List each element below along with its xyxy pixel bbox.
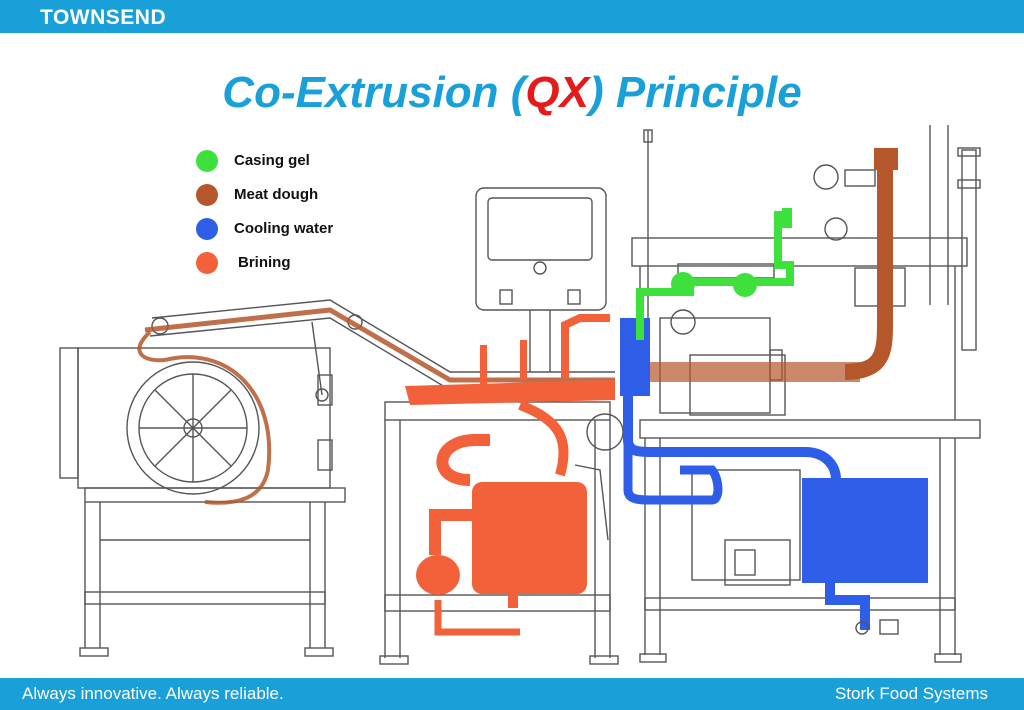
page-title: Co-Extrusion (QX) Principle	[0, 68, 1024, 118]
machine-diagram	[59, 125, 981, 665]
cooling-water-flow	[620, 318, 928, 635]
header-bar: TOWNSEND	[0, 0, 1024, 33]
center-frame	[379, 401, 624, 665]
legend-dot-brining	[196, 252, 218, 274]
meat-dough-flow	[137, 148, 898, 505]
legend-label: Brining	[238, 254, 291, 271]
linker-carousel-unit	[59, 347, 346, 657]
right-frame	[631, 125, 981, 663]
brining-flow	[405, 314, 615, 636]
title-prefix: Co-Extrusion (	[222, 68, 526, 117]
legend-label: Meat dough	[234, 186, 319, 203]
legend-dot-casing-gel	[196, 150, 218, 172]
title-highlight: QX	[525, 68, 589, 117]
legend-label: Casing gel	[234, 152, 310, 169]
casing-gel-flow	[636, 208, 794, 340]
footer-company: Stork Food Systems	[834, 684, 988, 703]
legend-dot-meat-dough	[196, 184, 218, 206]
footer-slogan: Always innovative. Always reliable.	[22, 684, 284, 703]
legend-label: Cooling water	[234, 220, 334, 237]
footer-bar: Always innovative. Always reliable. Stor…	[0, 678, 1024, 710]
control-panel	[475, 187, 607, 372]
brand-logo: TOWNSEND	[40, 6, 167, 29]
legend-dot-cooling-water	[196, 218, 218, 240]
title-suffix: ) Principle	[588, 68, 802, 117]
